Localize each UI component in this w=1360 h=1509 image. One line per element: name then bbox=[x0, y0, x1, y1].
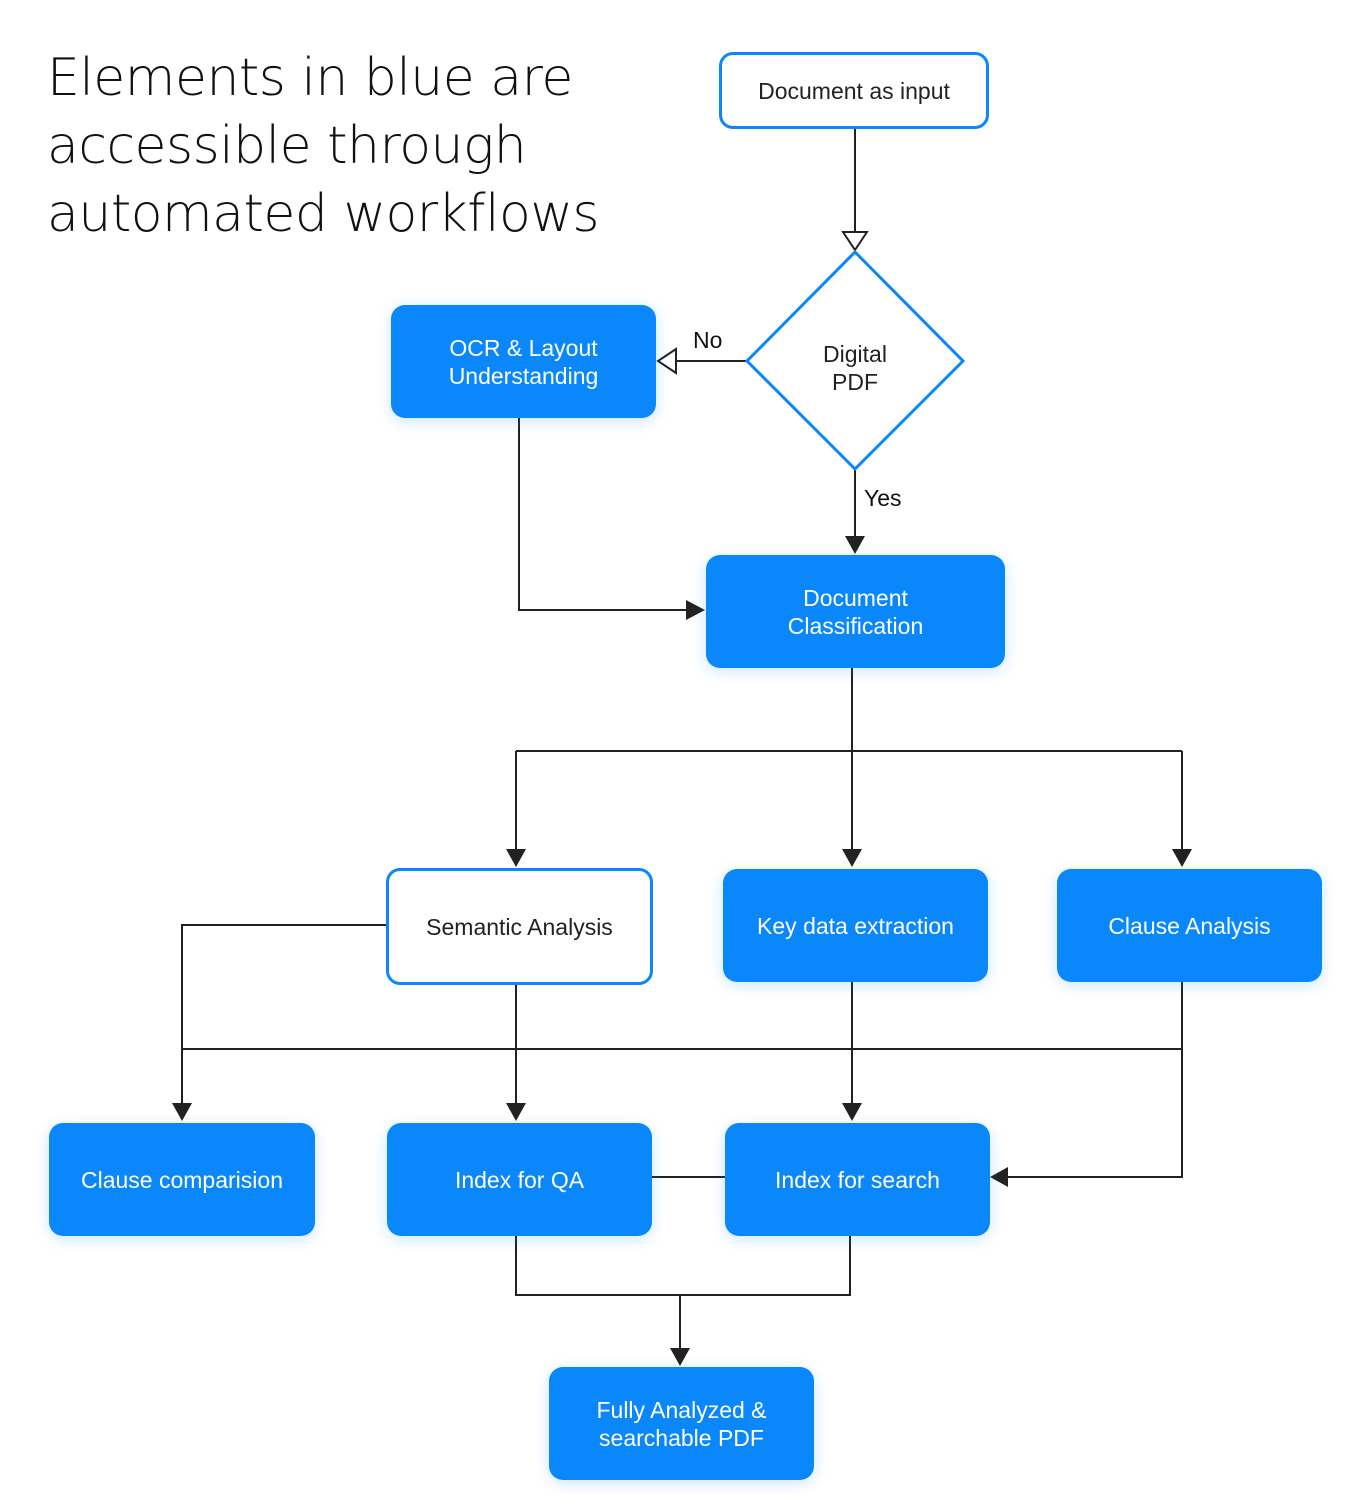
arrowhead-index-search-right bbox=[990, 1167, 1008, 1187]
node-clause-analysis: Clause Analysis bbox=[1057, 869, 1322, 982]
edge-clause-analysis-to-index-search bbox=[1008, 982, 1183, 1178]
edge-semantic-to-comparison bbox=[181, 924, 387, 1104]
caption-line-3: automated workflows bbox=[47, 184, 600, 244]
node-document-classification: Document Classification bbox=[706, 555, 1005, 668]
node-key-data-extraction: Key data extraction bbox=[723, 869, 988, 982]
hollow-arrowhead-down bbox=[841, 231, 869, 252]
node-fully-analyzed: Fully Analyzed & searchable PDF bbox=[549, 1367, 814, 1480]
caption-line-1: Elements in blue are bbox=[47, 48, 573, 108]
arrowhead-comparison bbox=[172, 1103, 192, 1121]
node-index-qa: Index for QA bbox=[387, 1123, 652, 1236]
node-ocr-layout: OCR & Layout Understanding bbox=[391, 305, 656, 418]
decision-digital-pdf-label: Digital PDF bbox=[823, 341, 887, 395]
node-semantic-analysis: Semantic Analysis bbox=[386, 868, 653, 985]
caption-line-2: accessible through bbox=[47, 116, 527, 176]
decision-diamond bbox=[744, 249, 966, 472]
arrowhead-key-data bbox=[842, 849, 862, 867]
hollow-arrowhead-left bbox=[656, 347, 677, 375]
edge-label-yes: Yes bbox=[864, 485, 902, 511]
edge-indexes-merge bbox=[515, 1236, 851, 1296]
arrowhead-final bbox=[670, 1348, 690, 1366]
node-clause-comparison: Clause comparision bbox=[49, 1123, 315, 1236]
arrowhead-index-qa bbox=[506, 1103, 526, 1121]
diagram-caption: Elements in blue are accessible through … bbox=[47, 44, 667, 248]
node-document-input: Document as input bbox=[719, 52, 989, 129]
arrowhead-clause-analysis bbox=[1172, 849, 1192, 867]
arrowhead-semantic bbox=[506, 849, 526, 867]
edge-label-no: No bbox=[693, 327, 723, 353]
arrowhead-classification-top bbox=[845, 536, 865, 554]
arrowhead-index-search-top bbox=[842, 1103, 862, 1121]
edge-ocr-to-classification bbox=[518, 418, 688, 611]
node-index-search: Index for search bbox=[725, 1123, 990, 1236]
arrowhead-classification-left bbox=[686, 600, 705, 620]
